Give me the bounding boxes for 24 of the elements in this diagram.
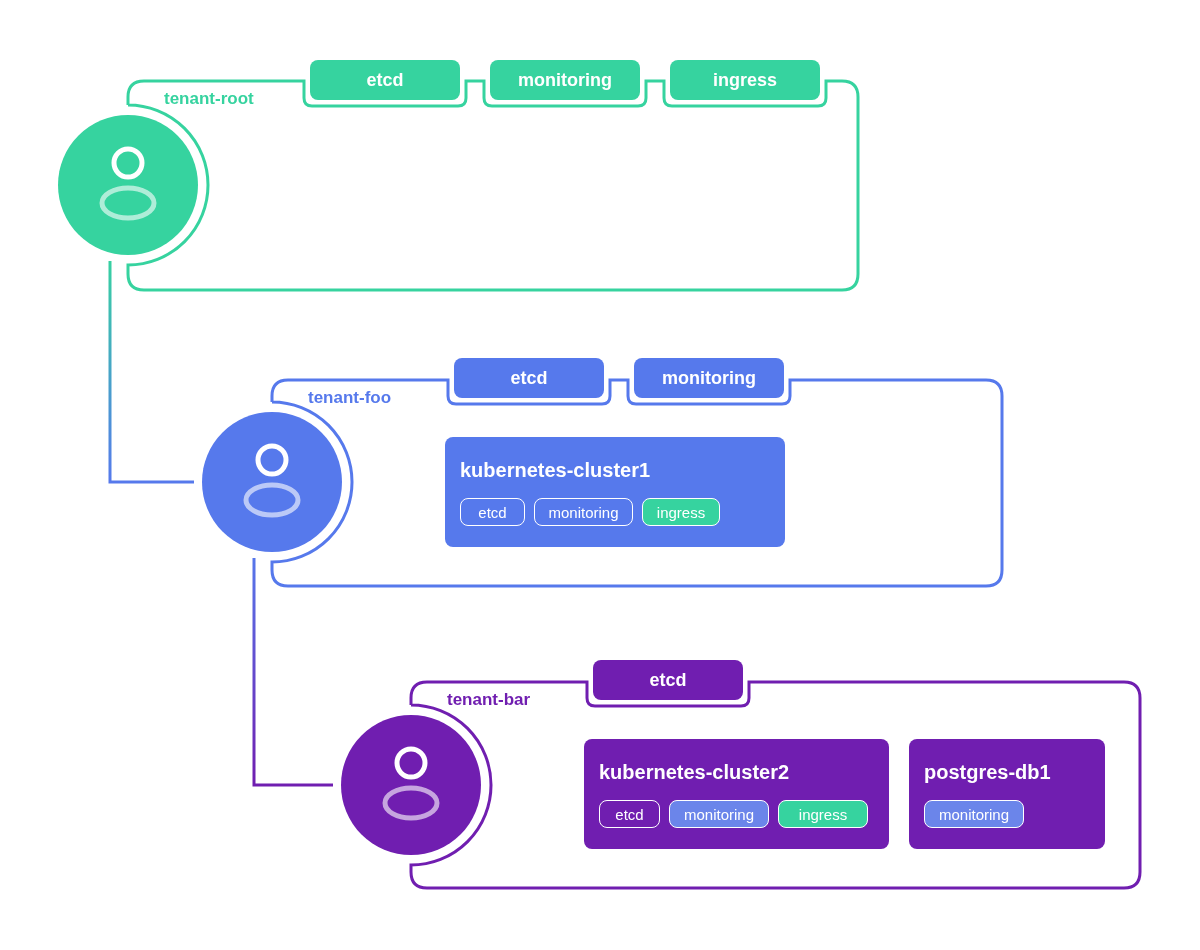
service-chip: ingress bbox=[642, 498, 720, 526]
service-chip: etcd bbox=[599, 800, 660, 828]
service-chip: etcd bbox=[460, 498, 525, 526]
resource-card bbox=[445, 437, 785, 547]
service-chip: monitoring bbox=[924, 800, 1024, 828]
service-tab: monitoring bbox=[490, 60, 640, 100]
connector-line bbox=[108, 261, 194, 484]
resource-card bbox=[909, 739, 1105, 849]
resource-card bbox=[584, 739, 889, 849]
service-tab: etcd bbox=[310, 60, 460, 100]
service-tab: etcd bbox=[593, 660, 743, 700]
service-tab: monitoring bbox=[634, 358, 784, 398]
tenant-label: tenant-foo bbox=[308, 388, 392, 408]
resource-title: postgres-db1 bbox=[924, 761, 1051, 784]
tenant-label: tenant-bar bbox=[447, 690, 531, 710]
service-chip: monitoring bbox=[669, 800, 769, 828]
service-chip: monitoring bbox=[534, 498, 633, 526]
connector-line bbox=[252, 558, 333, 787]
resource-title: kubernetes-cluster2 bbox=[599, 761, 790, 784]
service-tab: ingress bbox=[670, 60, 820, 100]
service-chip: ingress bbox=[778, 800, 868, 828]
service-tab: etcd bbox=[454, 358, 604, 398]
resource-title: kubernetes-cluster1 bbox=[460, 459, 651, 482]
tenant-label: tenant-root bbox=[164, 89, 254, 109]
